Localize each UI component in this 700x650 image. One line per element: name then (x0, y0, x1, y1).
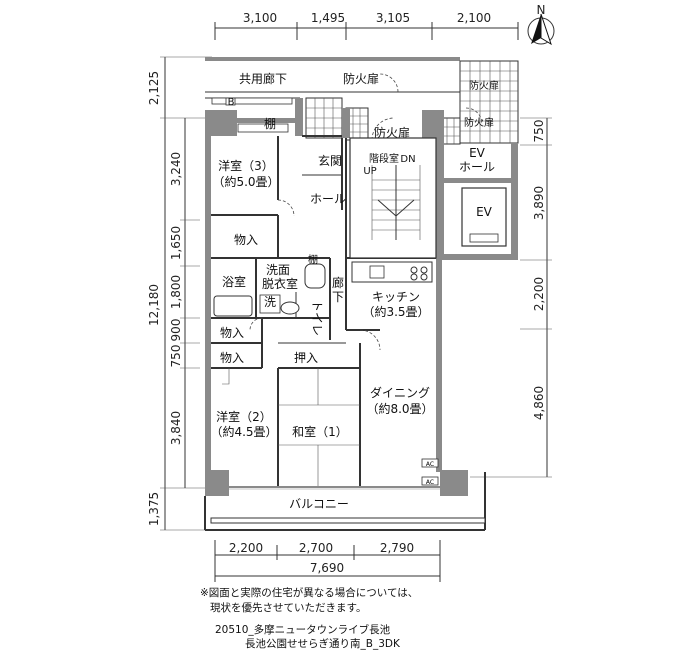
property-name: 長池公園せせらぎ通り南_B_3DK (245, 637, 401, 650)
bedroom2-name: 洋室（2） (216, 409, 272, 424)
shelf-label-2: 棚 (308, 253, 318, 266)
storage-label-1: 物入 (234, 233, 258, 247)
ac-label-2: AC (426, 479, 434, 486)
kitchen-name: キッチン (372, 290, 420, 304)
entrance-label: 玄関 (318, 153, 342, 168)
dim-bottom-2: 2,700 (299, 541, 333, 555)
note-line-2: 現状を優先させていただきます。 (210, 601, 366, 614)
stair-up-label: UP (363, 166, 376, 177)
fire-door-label-1: 防火扉 (343, 71, 379, 86)
storage-label-3: 物入 (220, 351, 244, 365)
dim-right-3: 2,200 (532, 277, 546, 311)
balcony-label: バルコニー (289, 497, 349, 511)
washroom-label-1: 洗面 (266, 263, 290, 277)
hallway-label-1: 廊 (332, 275, 344, 290)
dim-left-outer-1: 2,125 (147, 71, 161, 105)
dim-left-inner-1: 3,240 (169, 152, 183, 186)
hall-label: ホール (310, 192, 346, 206)
note-line-1: ※図面と実際の住宅が異なる場合については、 (200, 586, 418, 599)
dim-right-4: 4,860 (532, 386, 546, 420)
kitchen-size: （約3.5畳） (362, 304, 429, 319)
stair-dn-label: DN (400, 154, 415, 165)
interior-partitions: AC AC (211, 123, 440, 490)
toilet-label: トイレ (310, 300, 324, 336)
sink-label: 洗 (264, 295, 276, 309)
shelf-label-1: 棚 (264, 116, 276, 131)
balcony: バルコニー (204, 472, 486, 531)
dim-left-inner-3: 1,800 (169, 275, 183, 309)
bedroom2-size: （約4.5畳） (210, 424, 277, 439)
north-label: N (537, 3, 546, 17)
notes: ※図面と実際の住宅が異なる場合については、 現状を優先させていただきます。 20… (200, 586, 418, 650)
ac-label-1: AC (426, 461, 434, 468)
fire-door-label-2: 防火扉 (469, 79, 499, 92)
stair-hatch (305, 60, 519, 145)
dining-size: （約8.0畳） (366, 401, 433, 416)
storage-label-2: 物入 (220, 326, 244, 340)
dim-top-2: 1,495 (311, 11, 345, 25)
room-labels: 棚 洋室（3） （約5.0畳） 玄関 階段室 DN UP EV ホール EV ホ… (210, 116, 495, 439)
common-corridor: B 共用廊下 防火扉 (205, 57, 460, 108)
dim-left-outer-3: 1,375 (147, 492, 161, 526)
dim-bottom-3: 2,790 (380, 541, 414, 555)
fire-door-label-4: 防火扉 (374, 125, 410, 140)
closet-label: 押入 (294, 351, 318, 365)
bedroom3-name: 洋室（3） (218, 158, 274, 173)
right-dimension-lines: 750 3,890 2,200 4,860 (470, 117, 552, 478)
hallway-label-2: 下 (332, 290, 344, 304)
dim-top-3: 3,105 (376, 11, 410, 25)
property-code: 20510_多摩ニュータウンライブ長池 (215, 623, 391, 636)
dining-name: ダイニング (370, 385, 430, 400)
dim-bottom-1: 2,200 (229, 541, 263, 555)
b-mark: B (228, 97, 235, 108)
dim-right-1: 750 (532, 120, 546, 143)
dim-left-inner-5: 750 (169, 345, 183, 368)
dim-top-4: 2,100 (457, 11, 491, 25)
dim-left-outer-2: 12,180 (147, 284, 161, 326)
unit-walls (205, 98, 518, 496)
left-dimension-lines: 2,125 12,180 1,375 3,240 1,650 1,800 900… (147, 56, 212, 531)
north-compass-icon: N (527, 3, 555, 46)
ev-label: EV (476, 205, 493, 219)
stair-and-elevator (349, 137, 507, 259)
top-dimension-line: 3,100 1,495 3,105 2,100 (214, 11, 519, 40)
fire-door-label-3: 防火扉 (464, 116, 494, 129)
ev-hall-label-2: ホール (459, 160, 495, 174)
washroom-label-2: 脱衣室 (262, 276, 298, 291)
dim-left-inner-6: 3,840 (169, 411, 183, 445)
dim-top-1: 3,100 (243, 11, 277, 25)
bath-label: 浴室 (222, 274, 246, 289)
bedroom3-size: （約5.0畳） (212, 174, 279, 189)
dim-left-inner-2: 1,650 (169, 226, 183, 260)
corridor-label: 共用廊下 (239, 71, 287, 86)
ev-hall-label-1: EV (469, 146, 486, 160)
bottom-dimension-lines: 2,200 2,700 2,790 7,690 (214, 540, 441, 582)
stair-label: 階段室 (369, 152, 399, 165)
washitsu-label: 和室（1） (292, 424, 348, 439)
dim-right-2: 3,890 (532, 186, 546, 220)
dim-bottom-total: 7,690 (310, 561, 344, 575)
dim-left-inner-4: 900 (169, 319, 183, 342)
